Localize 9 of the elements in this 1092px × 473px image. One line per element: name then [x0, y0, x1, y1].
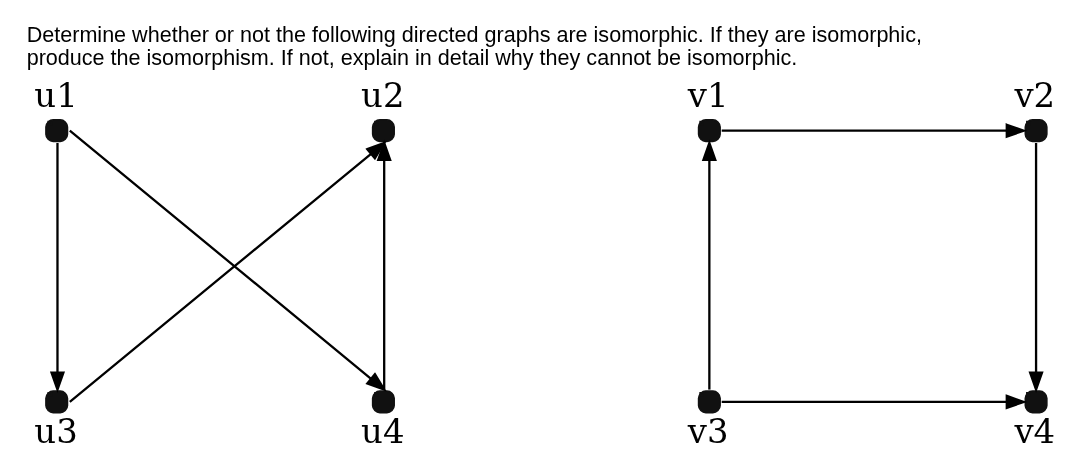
node-label: u1 — [34, 75, 78, 115]
node-label: v4 — [1014, 411, 1056, 451]
node-label: u3 — [34, 411, 78, 451]
node-label: v2 — [1014, 75, 1056, 115]
diagram-title: Determine whether or not the following directed graphs are isomorphic. If they are isomorphic, produce the isomorphism. If not, explain in detail why they cannot be isomorphic. — [26, 21, 922, 70]
node-label: v1 — [687, 75, 729, 115]
node-label: u2 — [361, 75, 405, 115]
node-label: v3 — [687, 411, 729, 451]
node-label: u4 — [361, 411, 405, 451]
